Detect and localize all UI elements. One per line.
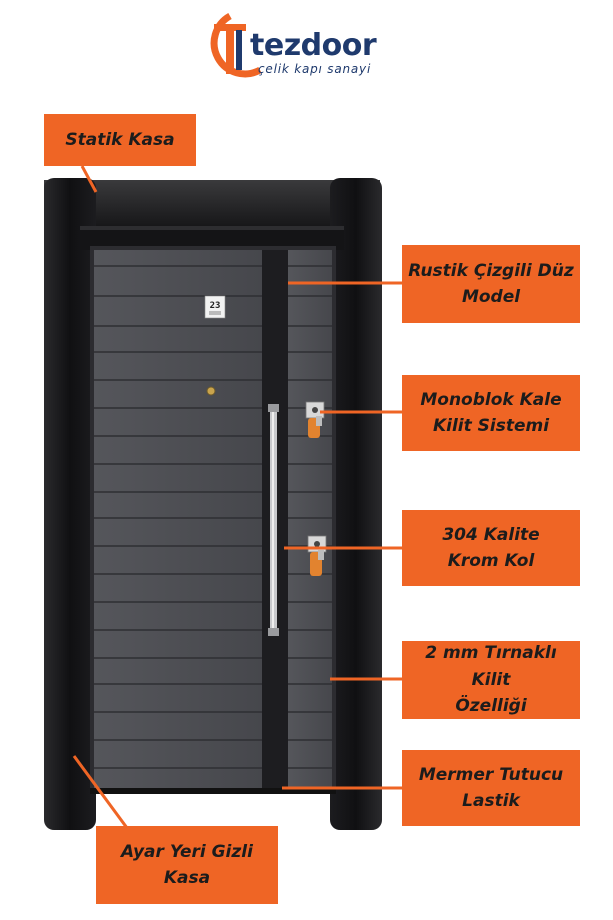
upper-lock-with-key-icon — [305, 401, 325, 438]
brand-tagline: çelik kapı sanayi — [258, 62, 372, 76]
leader-lines — [72, 165, 402, 833]
label-statik-kasa: Statik Kasa — [44, 114, 196, 166]
tezdoor-logo-mark — [210, 12, 262, 78]
label-rustik-model: Rustik Çizgili Düz Model — [402, 245, 580, 323]
threshold — [90, 788, 336, 794]
door-panel-left — [94, 250, 262, 790]
peephole-icon — [206, 386, 216, 396]
label-tirnakli-kilit: 2 mm Tırnaklı Kilit Özelliği — [402, 641, 580, 719]
label-ayar-yeri: Ayar Yeri Gizli Kasa — [96, 826, 278, 904]
label-monoblok-kilit: Monoblok Kale Kilit Sistemi — [402, 375, 580, 451]
door-panel-right — [288, 250, 332, 790]
label-krom-kol: 304 Kalite Krom Kol — [402, 510, 580, 586]
static-frame-top — [44, 180, 380, 230]
rustic-grooves — [94, 265, 332, 769]
label-mermer-lastik: Mermer Tutucu Lastik — [402, 750, 580, 826]
frame-left-post — [44, 178, 96, 830]
brand-name: tezdoor — [250, 28, 377, 63]
number-plate-text: 23 — [210, 301, 221, 311]
frame-right-post — [330, 178, 382, 830]
